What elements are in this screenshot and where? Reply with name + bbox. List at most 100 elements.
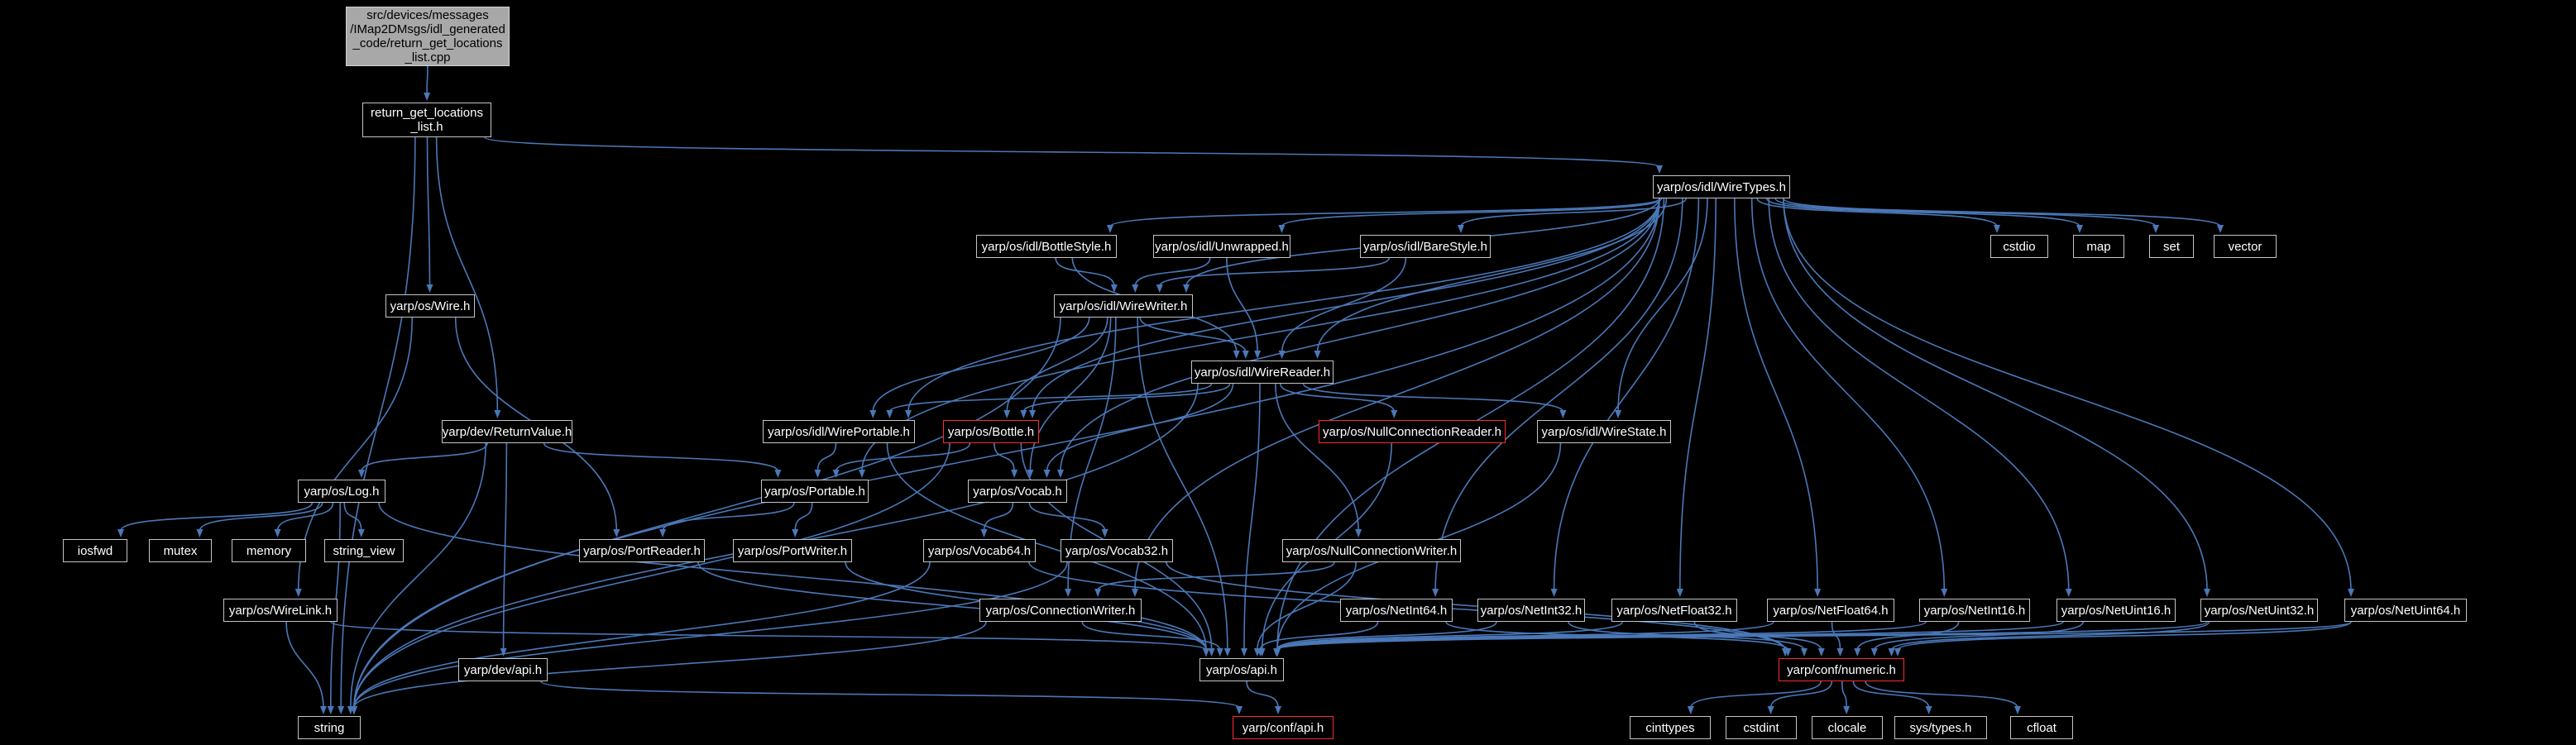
- edge-returnvalue-portable: [543, 442, 782, 478]
- graph-node-wirereader[interactable]: yarp/os/idl/WireReader.h: [1191, 361, 1333, 384]
- edge-netint16-numeric: [1854, 621, 1960, 657]
- edge-wiretypes-netfloat64: [1734, 198, 1822, 597]
- edge-wiretypes-bottlestyle: [1107, 198, 1660, 233]
- graph-node-numeric[interactable]: yarp/conf/numeric.h: [1779, 658, 1904, 681]
- graph-node-label: yarp/os/NetUint32.h: [2204, 603, 2315, 618]
- graph-node-clocale[interactable]: clocale: [1812, 716, 1883, 739]
- graph-node-mutex[interactable]: mutex: [149, 539, 212, 562]
- edge-log-osapi: [378, 502, 1209, 657]
- edge-log-mutex: [196, 502, 323, 537]
- graph-node-bottlestyle[interactable]: yarp/os/idl/BottleStyle.h: [976, 235, 1117, 258]
- graph-node-cstdint[interactable]: cstdint: [1726, 716, 1797, 739]
- graph-node-label: yarp/dev/ReturnValue.h: [442, 424, 572, 439]
- graph-node-confapi[interactable]: yarp/conf/api.h: [1233, 716, 1333, 739]
- graph-node-label: yarp/os/NetUint64.h: [2350, 603, 2461, 618]
- edge-connectionwriter-string: [351, 621, 987, 714]
- edge-wiretypes-bottle: [1029, 198, 1660, 418]
- graph-node-wiretypes[interactable]: yarp/os/idl/WireTypes.h: [1653, 175, 1790, 198]
- edge-bottle-portable: [832, 442, 971, 478]
- edge-numeric-clocale: [1841, 681, 1851, 714]
- graph-node-label: yarp/os/NetUint16.h: [2061, 603, 2171, 618]
- graph-node-wire[interactable]: yarp/os/Wire.h: [385, 294, 475, 318]
- graph-node-vector[interactable]: vector: [2214, 235, 2277, 258]
- graph-node-bottle[interactable]: yarp/os/Bottle.h: [943, 420, 1039, 443]
- edge-wirewriter-vocab: [1027, 317, 1112, 478]
- graph-node-netuint64[interactable]: yarp/os/NetUint64.h: [2344, 599, 2467, 622]
- graph-node-label: yarp/os/api.h: [1206, 662, 1277, 677]
- edge-wiretypes-netint16: [1750, 198, 1948, 597]
- graph-node-label: clocale: [1827, 720, 1867, 735]
- graph-node-cinttypes[interactable]: cinttypes: [1630, 716, 1711, 739]
- edge-log-iosfwd: [117, 502, 314, 537]
- edge-unwrapped-wirewriter: [1132, 257, 1211, 293]
- edge-wiretypes-set: [1774, 198, 2159, 233]
- graph-node-map[interactable]: map: [2073, 235, 2124, 258]
- graph-node-label: mutex: [163, 543, 198, 558]
- edge-netuint64-numeric: [1894, 621, 2352, 657]
- graph-node-nullconnectionreader[interactable]: yarp/os/NullConnectionReader.h: [1319, 420, 1506, 443]
- graph-node-cstdio[interactable]: cstdio: [1990, 235, 2048, 258]
- graph-node-label: memory: [246, 543, 292, 558]
- edge-hdr-wiretypes: [484, 136, 1663, 174]
- edge-nullconnectionwriter-osapi: [1253, 561, 1357, 657]
- graph-node-portwriter[interactable]: yarp/os/PortWriter.h: [733, 539, 852, 562]
- graph-node-netuint32[interactable]: yarp/os/NetUint32.h: [2200, 599, 2318, 622]
- graph-node-cfloat[interactable]: cfloat: [2010, 716, 2073, 739]
- graph-node-systypes[interactable]: sys/types.h: [1894, 716, 1987, 739]
- graph-node-wirestate[interactable]: yarp/os/idl/WireState.h: [1537, 420, 1671, 443]
- graph-node-hdr[interactable]: return_get_locations_list.h: [362, 103, 491, 137]
- graph-node-vocab64[interactable]: yarp/os/Vocab64.h: [923, 539, 1036, 562]
- graph-node-label: src/devices/messages: [366, 8, 489, 22]
- edge-unwrapped-wirereader: [1226, 257, 1262, 359]
- edge-netint32-osapi: [1273, 621, 1497, 657]
- graph-node-label: yarp/os/idl/WireTypes.h: [1657, 179, 1786, 194]
- graph-node-label: cstdio: [2003, 239, 2036, 254]
- graph-node-devapi[interactable]: yarp/dev/api.h: [458, 658, 548, 681]
- graph-node-label: yarp/os/PortReader.h: [583, 543, 701, 558]
- graph-node-vocab32[interactable]: yarp/os/Vocab32.h: [1061, 539, 1173, 562]
- edge-returnvalue-log: [358, 442, 488, 478]
- edge-log-memory: [274, 502, 334, 537]
- graph-node-label: string_view: [333, 543, 395, 558]
- graph-node-wirewriter[interactable]: yarp/os/idl/WireWriter.h: [1054, 294, 1193, 318]
- graph-node-label: yarp/os/Vocab64.h: [927, 543, 1032, 558]
- graph-node-netfloat32[interactable]: yarp/os/NetFloat32.h: [1611, 599, 1737, 622]
- graph-node-connectionwriter[interactable]: yarp/os/ConnectionWriter.h: [979, 599, 1142, 622]
- graph-node-label: yarp/os/NullConnectionReader.h: [1323, 424, 1501, 439]
- graph-node-portable[interactable]: yarp/os/Portable.h: [761, 480, 869, 503]
- graph-node-log[interactable]: yarp/os/Log.h: [298, 480, 385, 503]
- graph-node-nullconnectionwriter[interactable]: yarp/os/NullConnectionWriter.h: [1282, 539, 1461, 562]
- graph-node-vocab[interactable]: yarp/os/Vocab.h: [968, 480, 1067, 503]
- edge-netint64-osapi: [1257, 621, 1379, 657]
- graph-node-set[interactable]: set: [2149, 235, 2194, 258]
- graph-node-wireportable[interactable]: yarp/os/idl/WirePortable.h: [763, 420, 915, 443]
- graph-node-netint32[interactable]: yarp/os/NetInt32.h: [1477, 599, 1585, 622]
- graph-node-stringview[interactable]: string_view: [324, 539, 404, 562]
- graph-node-portreader[interactable]: yarp/os/PortReader.h: [579, 539, 705, 562]
- graph-node-unwrapped[interactable]: yarp/os/idl/Unwrapped.h: [1153, 235, 1290, 258]
- edge-portreader-osapi: [697, 561, 1209, 657]
- graph-node-wirelink[interactable]: yarp/os/WireLink.h: [223, 599, 338, 622]
- graph-node-label: yarp/os/NetFloat64.h: [1773, 603, 1889, 618]
- graph-node-netfloat64[interactable]: yarp/os/NetFloat64.h: [1767, 599, 1894, 622]
- graph-node-label: map: [2086, 239, 2111, 254]
- edge-numeric-cinttypes: [1687, 681, 1822, 714]
- graph-node-label: yarp/os/Bottle.h: [947, 424, 1035, 439]
- graph-node-netint16[interactable]: yarp/os/NetInt16.h: [1919, 599, 2030, 622]
- graph-node-cpp: src/devices/messages/IMap2DMsgs/idl_gene…: [346, 7, 510, 66]
- graph-node-returnvalue[interactable]: yarp/dev/ReturnValue.h: [442, 420, 572, 443]
- edge-netuint16-numeric: [1870, 621, 2084, 657]
- graph-node-string[interactable]: string: [298, 716, 361, 739]
- graph-node-label: yarp/os/PortWriter.h: [737, 543, 848, 558]
- edge-wirewriter-wirereader: [1139, 317, 1249, 359]
- graph-node-osapi[interactable]: yarp/os/api.h: [1199, 658, 1284, 681]
- graph-node-barestyle[interactable]: yarp/os/idl/BareStyle.h: [1360, 235, 1491, 258]
- graph-node-netuint16[interactable]: yarp/os/NetUint16.h: [2056, 599, 2176, 622]
- graph-node-memory[interactable]: memory: [232, 539, 306, 562]
- edge-wireportable-portable: [814, 442, 837, 478]
- edge-vocab-vocab32: [1028, 502, 1108, 537]
- graph-node-iosfwd[interactable]: iosfwd: [63, 539, 127, 562]
- edge-wirereader-vocab: [1043, 383, 1234, 478]
- graph-node-netint64[interactable]: yarp/os/NetInt64.h: [1340, 599, 1453, 622]
- edge-hdr-string: [338, 136, 416, 714]
